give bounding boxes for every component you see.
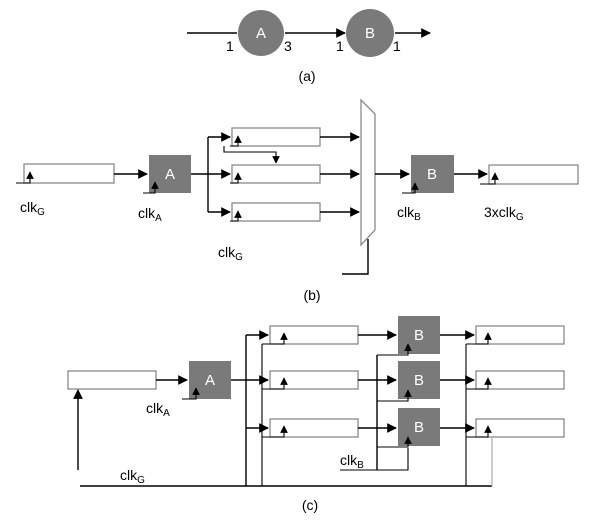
c-output-register-1 [475,325,565,345]
buffer-register-1 [231,127,321,147]
c-b3-clock [377,436,412,448]
actor-a-clock [143,181,159,194]
mux-select-wire [342,239,369,275]
c-output-register-1-clock [466,332,492,345]
part-b-single-rate-implementation: A B clkG clkA clkG clkB [16,98,579,303]
clk-out-label: 3xclkG [484,204,524,223]
chain-clock-wire [223,146,280,164]
rate-b-in: 1 [336,38,344,54]
c-b1-clock [377,343,412,356]
input-register [23,163,115,184]
output-register-clock [480,172,499,185]
caption-a: (a) [298,68,315,84]
c-buffer-register-2 [269,370,359,390]
c-output-register-3 [475,418,565,438]
buffer-register-2 [231,164,321,184]
caption-c: (c) [302,497,318,513]
rate-a-in: 1 [226,38,234,54]
c-actor-b2-label: B [414,372,424,389]
c-clk-g-label: clkG [120,467,145,486]
c-actor-b3-label: B [414,419,424,436]
clk-g-main-label: clkG [20,199,45,218]
c-buffer-register-1 [269,325,359,345]
rate-a-out: 3 [284,38,292,54]
output-register [488,164,579,185]
actor-a-block-label: A [165,166,175,183]
c-buffer-register-1-clock [262,332,288,345]
actor-b-clock [402,182,419,194]
buffer-register-1-clock [230,135,242,147]
c-clk-b-label: clkB [340,452,364,471]
part-c-parallel-implementation: A B B B [67,316,565,513]
c-buffer-register-2-clock [262,377,288,390]
clk-a-label: clkA [138,205,162,224]
actor-b-block-label: B [427,166,437,183]
c-buffer-register-3 [269,418,359,438]
multiplexer [360,98,376,247]
c-input-register [67,370,157,390]
c-output-register-2 [475,370,565,390]
buffer-register-2-clock [230,172,242,184]
buffer-register-3 [231,202,321,222]
c-clk-b-feed [340,448,409,471]
rate-b-out: 1 [393,38,401,54]
c-actor-b1-label: B [414,327,424,344]
part-a-sdf-graph: A B 1 3 1 1 (a) [187,9,431,84]
c-output-register-3-clock [466,425,492,438]
actor-a-label: A [256,25,266,42]
actor-a-node [238,10,284,56]
input-register-clock [16,171,34,184]
c-actor-a-label: A [205,372,215,389]
c-b2-clock [377,389,412,402]
c-buffer-register-3-clock [262,425,288,438]
actor-b-node [346,9,394,57]
c-clk-a-label: clkA [146,400,170,419]
buffer-register-3-clock [230,210,242,222]
c-actor-a-clock [182,387,200,400]
c-output-register-2-clock [466,377,492,390]
actor-b-label: B [365,25,375,42]
clk-b-label: clkB [397,204,421,223]
caption-b: (b) [303,287,320,303]
clk-g-mid-label: clkG [218,244,243,263]
